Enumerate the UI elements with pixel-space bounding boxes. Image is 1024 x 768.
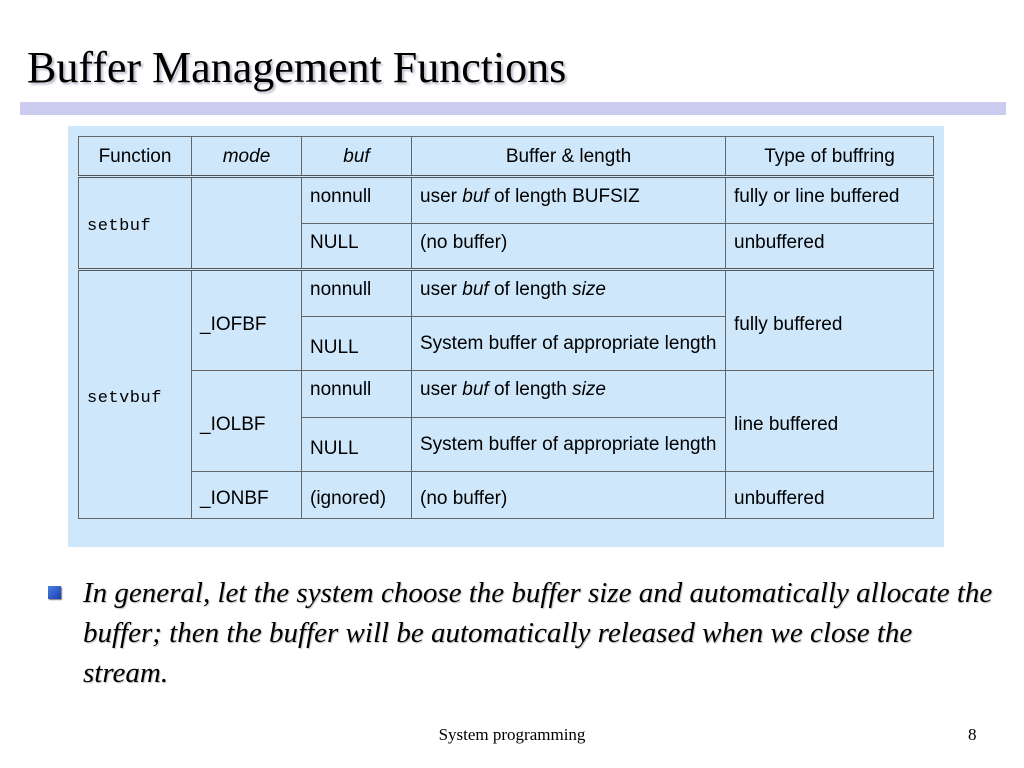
table-row: NULL (no buffer) unbuffered (79, 223, 934, 271)
function-setvbuf: setvbuf (78, 269, 192, 519)
length-cell: user buf of length size (411, 370, 726, 418)
table-header-row: Function mode buf Buffer & length Type o… (78, 136, 934, 178)
buf-cell: nonnull (301, 269, 412, 317)
type-line-buffered: line buffered (725, 370, 934, 472)
table-row: _IONBF (ignored) (no buffer) unbuffered (79, 471, 934, 519)
length-cell: System buffer of appropriate length (411, 316, 726, 371)
length-cell: System buffer of appropriate length (411, 417, 726, 472)
length-cell: user buf of length size (411, 269, 726, 317)
page-number: 8 (968, 725, 977, 744)
mode-iofbf: _IOFBF (191, 269, 302, 371)
mode-ionbf: _IONBF (191, 471, 302, 519)
mode-empty (191, 176, 302, 271)
buf-cell: nonnull (301, 370, 412, 418)
slide-title: Buffer Management Functions (27, 43, 567, 92)
header-type: Type of buffring (725, 136, 934, 178)
type-cell: unbuffered (725, 223, 934, 271)
footer-course: System programming (438, 725, 586, 744)
table-row: _IOLBF nonnull user buf of length size l… (79, 370, 934, 472)
table-row: NULL System buffer of appropriate length (79, 417, 934, 472)
type-cell: unbuffered (725, 471, 934, 519)
table-row: NULL System buffer of appropriate length (79, 316, 934, 371)
header-buf: buf (301, 136, 412, 178)
table-row: setbuf nonnull user buf of length BUFSIZ… (78, 176, 934, 271)
length-cell: user buf of length BUFSIZ (411, 176, 726, 224)
bullet-square-icon (48, 586, 61, 599)
table-row: setvbuf _IOFBF nonnull user buf of lengt… (78, 269, 934, 519)
length-cell: (no buffer) (411, 471, 726, 519)
mode-iolbf: _IOLBF (191, 370, 302, 472)
title-divider (20, 102, 1006, 115)
buffer-functions-table: Function mode buf Buffer & length Type o… (78, 136, 934, 519)
bullet-text: In general, let the system choose the bu… (83, 577, 993, 689)
buf-cell: NULL (301, 417, 412, 472)
type-cell: fully or line buffered (725, 176, 934, 224)
function-setbuf: setbuf (78, 176, 192, 271)
buf-cell: (ignored) (301, 471, 412, 519)
buf-cell: nonnull (301, 176, 412, 224)
length-cell: (no buffer) (411, 223, 726, 271)
header-mode: mode (191, 136, 302, 178)
header-buffer-length: Buffer & length (411, 136, 726, 178)
buf-cell: NULL (301, 223, 412, 271)
header-function: Function (78, 136, 192, 178)
buf-cell: NULL (301, 316, 412, 371)
type-fully-buffered: fully buffered (725, 269, 934, 371)
